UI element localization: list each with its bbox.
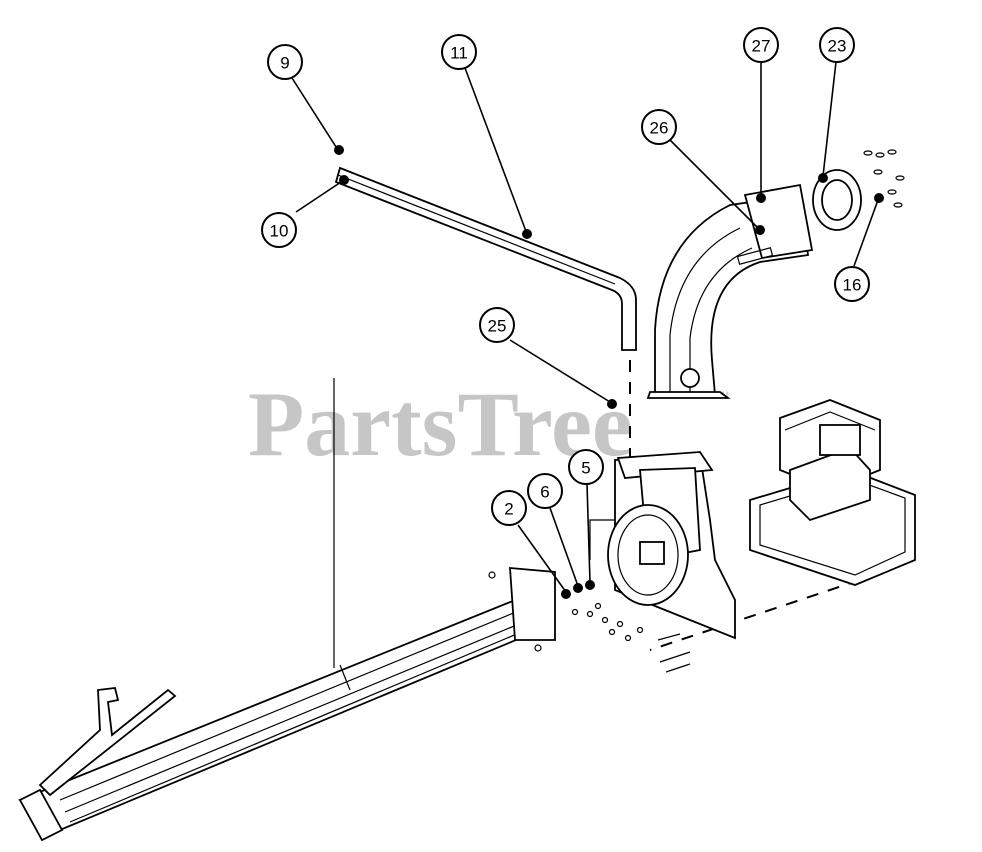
callout-label: 5 — [581, 459, 590, 478]
callout-label: 6 — [540, 483, 549, 502]
callout-label: 26 — [650, 119, 669, 138]
callout-label: 16 — [843, 276, 862, 295]
chute-flange — [812, 149, 905, 231]
watermark: PartsTree TM — [248, 373, 729, 475]
callout-label: 11 — [450, 44, 468, 63]
engine-assembly — [749, 399, 916, 586]
blower-housing — [589, 451, 736, 640]
hose-handle — [38, 687, 177, 797]
hardware-bits — [488, 571, 691, 673]
callout-26: 26 — [641, 109, 677, 145]
vacuum-hose — [18, 567, 556, 842]
callout-27: 27 — [743, 27, 779, 63]
discharge-chute — [646, 183, 814, 399]
handle-rod — [334, 166, 637, 351]
callout-label: 27 — [752, 37, 771, 56]
assembly-line-engine — [649, 579, 861, 651]
callout-2: 2 — [491, 490, 527, 526]
callout-5: 5 — [568, 449, 604, 485]
callout-9: 9 — [267, 44, 303, 80]
callout-16: 16 — [834, 266, 870, 302]
callout-label: 10 — [270, 222, 289, 241]
callout-label: 2 — [504, 500, 513, 519]
callout-23: 23 — [819, 27, 855, 63]
callout-label: 23 — [828, 37, 847, 56]
callout-label: 25 — [488, 317, 507, 336]
callout-25: 25 — [479, 307, 515, 343]
callout-6: 6 — [527, 473, 563, 509]
leader-lines — [291, 61, 884, 599]
callout-label: 9 — [280, 54, 289, 73]
watermark-text: PartsTree — [248, 373, 633, 475]
callout-11: 11 — [441, 34, 477, 70]
callout-10: 10 — [261, 212, 297, 248]
